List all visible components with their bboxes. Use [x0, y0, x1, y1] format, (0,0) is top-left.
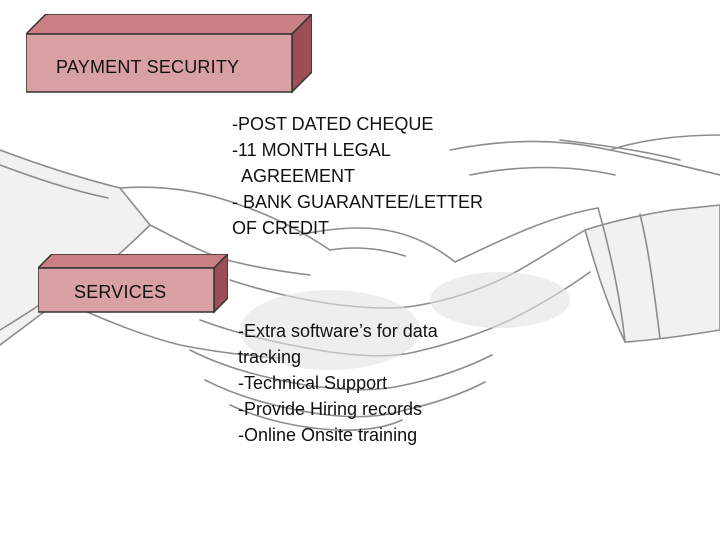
list-item: -POST DATED CHEQUE	[232, 114, 434, 134]
list-item: -Online Onsite training	[238, 425, 418, 445]
list-item: AGREEMENT	[232, 166, 356, 186]
list-item: -11 MONTH LEGAL	[232, 140, 391, 160]
list-item: OF CREDIT	[232, 218, 329, 238]
payment-security-heading-box: PAYMENT SECURITY	[26, 14, 312, 94]
heading-box-shape	[38, 254, 228, 314]
list-item: tracking	[238, 347, 302, 367]
list-item: -Extra software’s for data	[238, 321, 438, 341]
services-heading-box: SERVICES	[38, 254, 228, 314]
payment-security-heading: PAYMENT SECURITY	[56, 57, 240, 77]
services-list: -Extra software’s for data tracking -Tec…	[238, 318, 438, 448]
heading-box-shape	[26, 14, 312, 94]
services-heading: SERVICES	[74, 282, 167, 302]
list-item: -Provide Hiring records	[238, 399, 423, 419]
list-item: - BANK GUARANTEE/LETTER	[232, 192, 484, 212]
list-item: -Technical Support	[238, 373, 388, 393]
payment-security-list: -POST DATED CHEQUE -11 MONTH LEGAL AGREE…	[232, 111, 483, 241]
